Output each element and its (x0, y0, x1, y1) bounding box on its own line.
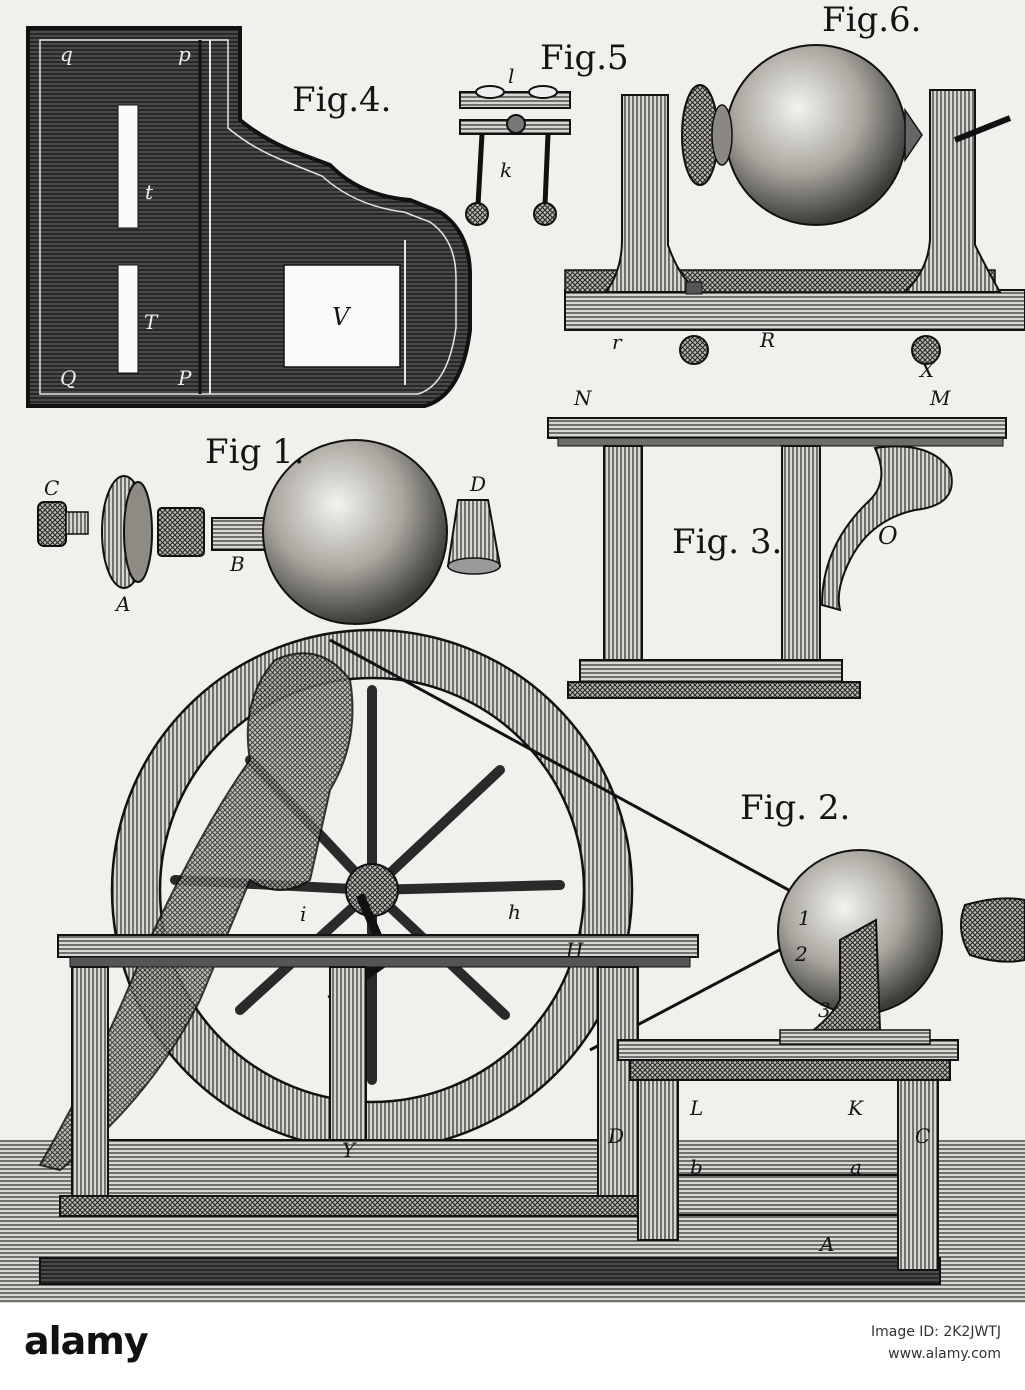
fig3-label-N: N (574, 386, 592, 410)
fig2-label-K: K (848, 1096, 863, 1120)
fig2-machine (0, 628, 1025, 1303)
fig2-label-C: C (915, 1124, 931, 1148)
fig2-title: Fig. 2. (740, 788, 851, 828)
fig5-clamp (459, 85, 571, 226)
image-meta: Image ID: 2K2JWTJ www.alamy.com (871, 1321, 1001, 1365)
fig4-title: Fig.4. (292, 80, 392, 120)
fig4-label-q: q (60, 42, 73, 66)
fig2-label-D: D (608, 1124, 625, 1148)
fig2-label-1: 1 (798, 906, 811, 930)
fig6-label-r: r (612, 330, 622, 354)
fig2-label-2: 2 (795, 942, 808, 966)
fig4-label-p: p (178, 42, 191, 66)
fig5-label-k: k (500, 158, 513, 182)
fig2-label-i: i (300, 902, 307, 926)
fig4-label-T: T (144, 310, 158, 334)
image-id: Image ID: 2K2JWTJ (870, 1324, 1001, 1340)
fig2-label-h: h (508, 900, 521, 924)
fig4-label-Q: Q (60, 366, 77, 390)
fig1-label-C: C (44, 476, 60, 500)
alamy-logo: alamy (24, 1319, 149, 1363)
fig4-label-t: t (145, 180, 154, 204)
fig2-label-H: H (566, 938, 584, 962)
fig3-table (547, 417, 1007, 699)
stock-footer: alamy Image ID: 2K2JWTJ www.alamy.com (0, 1303, 1025, 1390)
fig2-label-A: A (820, 1232, 835, 1256)
fig3-title: Fig. 3. (672, 522, 783, 562)
fig2-label-Y: Y (342, 1138, 356, 1162)
fig6-label-R: R (760, 328, 776, 352)
engraved-plate: Fig.4. Fig.5 Fig.6. Fig 1. Fig. 3. Fig. … (0, 0, 1025, 1303)
fig2-label-L: L (690, 1096, 704, 1120)
site-url: www.alamy.com (888, 1346, 1001, 1362)
fig4-plan (26, 26, 472, 408)
fig3-label-M: M (930, 386, 951, 410)
fig2-label-a: a (850, 1155, 862, 1179)
fig1-parts (37, 439, 502, 625)
fig2-label-3: 3 (818, 998, 831, 1022)
fig1-title: Fig 1. (205, 432, 305, 472)
fig1-label-D: D (470, 472, 487, 496)
fig1-label-A: A (116, 592, 131, 616)
fig6-stand (564, 44, 1025, 365)
fig5-title: Fig.5 (540, 38, 629, 78)
fig1-label-B: B (230, 552, 245, 576)
fig2-label-b: b (690, 1155, 703, 1179)
fig4-label-P: P (178, 366, 192, 390)
fig4-label-V: V (332, 303, 350, 331)
fig3-label-O: O (878, 522, 898, 550)
fig5-label-l: l (508, 64, 515, 88)
fig6-title: Fig.6. (822, 0, 922, 40)
fig6-label-X: X (920, 358, 935, 382)
plate-drawing (0, 26, 1025, 1303)
